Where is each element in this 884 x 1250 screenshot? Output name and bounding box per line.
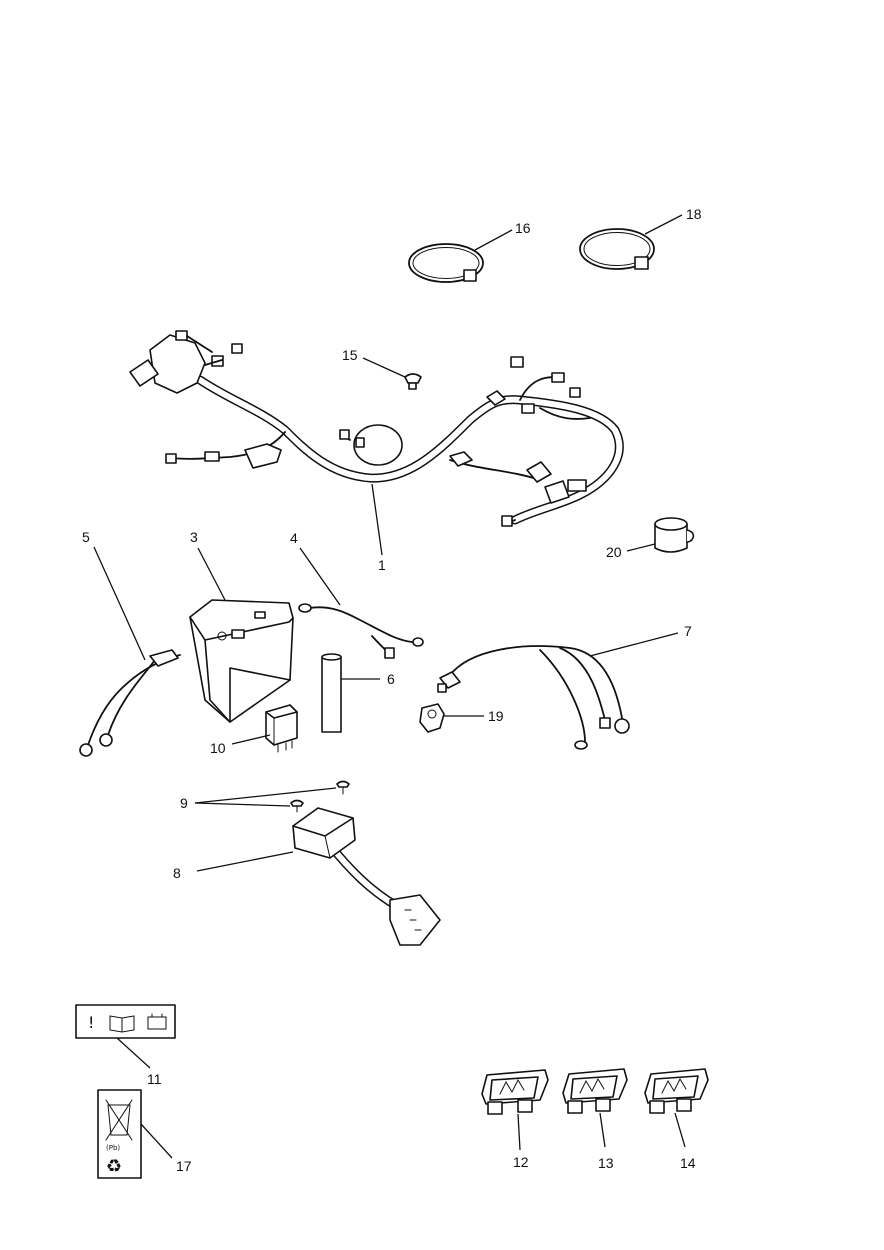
leader-11 (116, 1037, 151, 1069)
callout-8: 8 (173, 865, 181, 881)
callout-7: 7 (684, 623, 692, 639)
leader-15 (362, 357, 406, 378)
part-disposal-label-17: (Pb) ♻ (97, 1089, 142, 1179)
leader-20 (626, 543, 656, 552)
callout-17: 17 (176, 1158, 192, 1174)
leader-7 (589, 632, 679, 657)
part-sub-harness-7 (437, 645, 630, 750)
leader-13 (599, 1112, 606, 1148)
callout-9: 9 (180, 795, 188, 811)
callout-3: 3 (190, 529, 198, 545)
callout-16: 16 (515, 220, 531, 236)
callout-15: 15 (342, 347, 358, 363)
part-cable-tie-18 (579, 228, 655, 270)
part-relay-10 (265, 704, 298, 753)
leader-5 (93, 546, 146, 661)
callout-13: 13 (598, 1155, 614, 1171)
leader-16 (474, 229, 513, 251)
callout-1: 1 (378, 557, 386, 573)
callout-6: 6 (387, 671, 395, 687)
leader-12 (517, 1113, 521, 1151)
part-cap-20 (654, 517, 695, 553)
leader-17 (140, 1123, 173, 1159)
part-fuse-13 (562, 1068, 628, 1114)
part-battery-3 (189, 599, 294, 723)
leader-14 (674, 1112, 686, 1148)
leader-3 (197, 547, 226, 601)
part-fuse-12 (481, 1069, 549, 1115)
callout-12: 12 (513, 1154, 529, 1170)
part-main-harness-1 (129, 330, 624, 527)
callout-4: 4 (290, 530, 298, 546)
callout-18: 18 (686, 206, 702, 222)
leader-18 (644, 214, 683, 235)
leader-8 (196, 851, 294, 872)
crossed-bin-icon (105, 1099, 133, 1141)
part-cable-tie-16 (408, 243, 484, 283)
leader-4 (299, 547, 341, 606)
callout-19: 19 (488, 708, 504, 724)
callout-11: 11 (147, 1071, 162, 1087)
part-regulator-8 (292, 807, 441, 946)
svg-text:(Pb): (Pb) (106, 1144, 120, 1152)
recycle-icon: ♻ (106, 1156, 122, 1177)
callout-14: 14 (680, 1155, 696, 1171)
part-warning-label-11: ! (75, 1004, 176, 1039)
part-battery-lead-4 (298, 603, 424, 659)
book-icon (109, 1015, 135, 1033)
battery-icon (147, 1016, 167, 1030)
part-screws-9 (290, 780, 350, 813)
leader-9b (194, 802, 291, 807)
callout-20: 20 (606, 544, 622, 560)
leader-1 (371, 483, 383, 556)
part-fuse-14 (644, 1068, 709, 1114)
callout-5: 5 (82, 529, 90, 545)
part-bulb-holder-19 (419, 703, 445, 733)
part-battery-lead-5 (79, 649, 181, 757)
part-clip-15 (404, 373, 422, 390)
leader-10 (231, 734, 271, 745)
part-sleeve-6 (321, 653, 342, 733)
warning-symbol: ! (88, 1013, 94, 1032)
callout-10: 10 (210, 740, 226, 756)
leader-9a (194, 787, 337, 804)
